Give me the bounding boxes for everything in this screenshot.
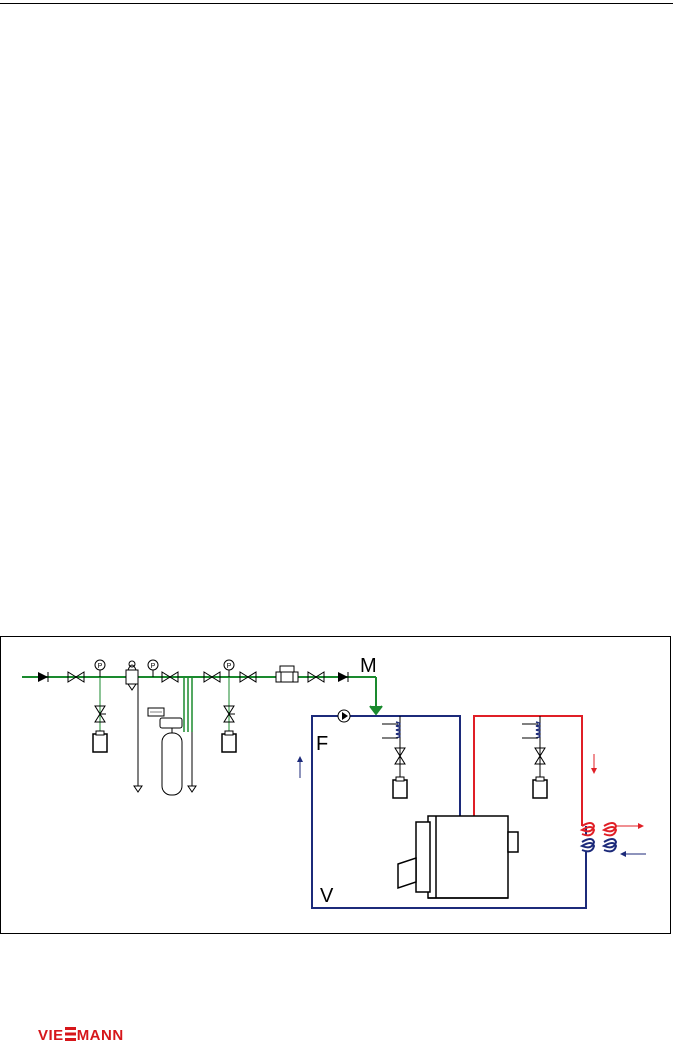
shutoff-valve-icon <box>203 671 221 683</box>
boiler-flow-line <box>473 715 583 826</box>
label-f: F <box>316 733 328 755</box>
viessmann-logo: VIE MANN <box>38 1027 124 1049</box>
drain-funnel-icon <box>221 733 237 753</box>
label-m: M <box>360 655 377 677</box>
hydraulic-schematic: P P <box>0 636 673 938</box>
schematic-svg: P P <box>0 636 671 934</box>
water-meter-icon <box>275 665 299 683</box>
svg-text:P: P <box>151 663 156 670</box>
svg-text:P: P <box>227 663 232 670</box>
drain-branch-1 <box>92 677 108 753</box>
drain-arrow-icon <box>133 785 143 793</box>
check-valve-icon <box>38 672 49 682</box>
diagram-frame <box>0 636 671 934</box>
logo-text-right: MANN <box>76 1027 124 1044</box>
shutoff-valve-icon <box>239 671 257 683</box>
logo-mark-icon <box>64 1027 76 1041</box>
flow-arrow-up-icon <box>297 756 303 778</box>
page-top-rule <box>0 3 673 4</box>
drain-funnel-icon <box>532 779 548 799</box>
pressure-reducer-icon <box>125 660 143 793</box>
safety-valve-branch-2 <box>522 716 548 799</box>
softener-vessel <box>147 677 197 796</box>
shutoff-valve-icon <box>307 671 325 683</box>
shutoff-valve-icon <box>161 671 179 683</box>
pressure-gauge-label: P <box>98 663 103 670</box>
label-v: V <box>320 885 334 907</box>
vessel-tank-icon <box>161 732 183 796</box>
pressure-gauge-3: P <box>223 659 235 677</box>
drain-funnel-icon <box>392 779 408 799</box>
shutoff-valve-icon <box>67 671 85 683</box>
pressure-gauge-2: P <box>147 659 159 677</box>
heat-exchanger-icon <box>579 822 646 857</box>
pressure-gauge-1: P <box>94 659 106 677</box>
flow-arrow-down-icon <box>591 754 597 774</box>
drain-arrow-icon <box>187 785 197 793</box>
drain-branch-2 <box>221 677 237 753</box>
circulation-pump-icon <box>337 709 351 723</box>
boiler-unit-icon <box>397 815 519 899</box>
drain-funnel-icon <box>92 733 108 753</box>
safety-valve-branch-1 <box>382 716 408 799</box>
logo-text-left: VIE <box>38 1027 64 1044</box>
check-valve-icon <box>338 672 349 682</box>
cold-water-supply-line <box>22 676 383 716</box>
